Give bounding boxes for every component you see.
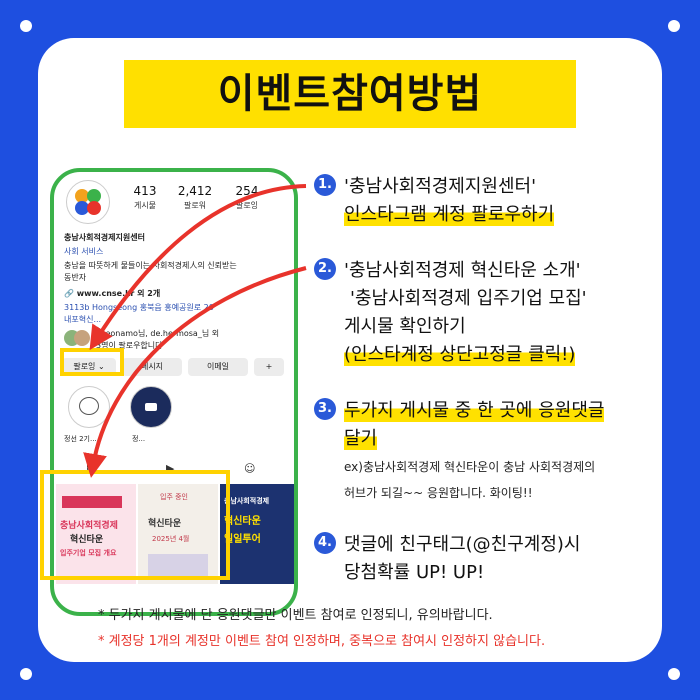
post-1[interactable]: 충남사회적경제 혁신타운 입주기업 모집 개요 [56,484,136,584]
profile-logo-icon [66,180,110,224]
highlight-1[interactable] [68,386,110,428]
profile-address[interactable]: 3113b Hongseong 홍북읍 홍예공원로 20 [64,303,214,312]
step-1-line-2: 인스타그램 계정 팔로우하기 [344,200,555,226]
step-4-line-2: 당첨확률 UP! UP! [344,562,485,583]
followers-note-1: cheonamo님, de.hermosa_님 외 [96,329,220,338]
step-1-line-1: '충남사회적경제지원센터' [344,176,537,197]
step-1-number: 1. [314,174,336,196]
highlight-1-label: 정선 2기... [64,435,97,443]
step-3-line-2: 달기 [344,424,378,450]
follow-button-highlight [60,348,124,376]
step-2-line-4: (인스타계정 상단고정글 클릭!) [344,340,576,366]
step-3-example-2: 허브가 되길~~ 응원합니다. 화이팅!! [344,486,533,500]
profile-category: 사회 서비스 [64,247,104,256]
highlight-2[interactable] [130,386,172,428]
message-button[interactable]: 메시지 [122,358,182,376]
profile-website[interactable]: 🔗 www.cnse.kr 외 2개 [64,289,161,298]
puppy-icon [79,397,99,415]
step-3-example-1: ex)충남사회적경제 혁신타운이 충남 사회적경제의 [344,460,596,474]
highlight-logo-icon [145,403,157,411]
step-4-line-1: 댓글에 친구태그(@친구계정)시 [344,534,581,555]
profile-address-2: 내포혁신... [64,315,102,324]
corner-dot-bl [20,668,32,680]
note-2: * 계정당 1개의 계정만 이벤트 참여 인정하며, 중복으로 참여시 인정하지… [98,634,546,649]
add-person-button[interactable]: + [254,358,284,376]
profile-bio-2: 동반자 [64,273,87,282]
step-2-line-1: '충남사회적경제 혁신타운 소개' [344,260,581,281]
post-2[interactable]: 입주 중인 혁신타운 2025년 4월 [138,484,218,584]
step-2-line-3: 게시물 확인하기 [344,316,466,337]
profile-bio-1: 충남을 따뜻하게 물들이는 사회적경제人의 신뢰받는 [64,261,237,270]
step-2-number: 2. [314,258,336,280]
follower-avatars [64,330,92,346]
profile-name: 충남사회적경제지원센터 [64,233,145,242]
link-icon: 🔗 [64,289,77,298]
pinned-posts-highlight [40,470,230,580]
email-button[interactable]: 이메일 [188,358,248,376]
step-2-line-2: '충남사회적경제 입주기업 모집' [350,288,587,309]
reels-icon[interactable]: ▶ [166,462,175,475]
tagged-icon[interactable]: ☺ [244,462,256,475]
corner-dot-tl [20,20,32,32]
note-1: * 두가지 게시물에 단 응원댓글만 이벤트 참여로 인정되니, 유의바랍니다. [98,608,493,623]
step-3-number: 3. [314,398,336,420]
corner-dot-br [668,668,680,680]
highlight-2-label: 정... [132,435,146,443]
title-banner: 이벤트참여방법 [124,60,576,128]
page-title: 이벤트참여방법 [217,71,483,117]
corner-dot-tr [668,20,680,32]
step-4-number: 4. [314,532,336,554]
step-3-line-1: 두가지 게시물 중 한 곳에 응원댓글 [344,396,605,422]
post-3[interactable]: 충남사회적경제 혁신타운 일일투어 [220,484,294,584]
